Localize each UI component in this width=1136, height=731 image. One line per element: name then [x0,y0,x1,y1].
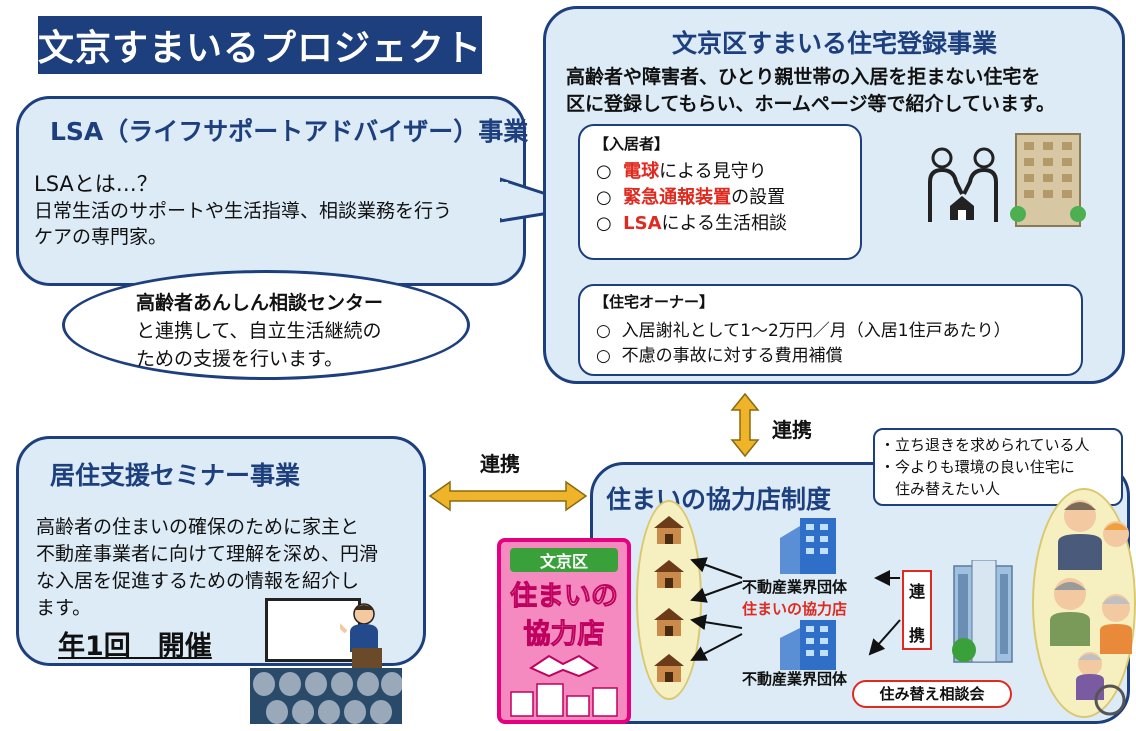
seminar-screen [265,598,361,662]
lsa-heading: LSA（ライフサポートアドバイザー）事業 [50,117,529,146]
housing-desc-line: 高齢者や障害者、ひとり親世帯の入居を拒まない住宅を [566,66,1041,88]
item-text: による生活相談 [661,213,788,234]
seminar-desc-line: ます。 [36,597,92,619]
ward-office-building-icon [952,560,1013,663]
bullet: ○ [596,321,611,341]
bullet: ○ [596,213,612,234]
bubble-line: と連携して、自立生活継続の [136,320,382,342]
handshake-people-icon [928,147,998,222]
owner-item: ○ 不慮の事故に対する費用補償 [596,341,843,366]
connector-arrows [690,557,901,661]
office-building-icon [780,620,836,670]
resident-item: ○ 緊急通報装置の設置 [596,183,785,209]
link-label-horizontal: 連携 [480,452,520,476]
residents-people-icon [1050,500,1132,716]
house-icon [654,560,684,588]
target-note: 住み替えたい人 [880,480,1001,498]
resident-title: 【入居者】 [594,135,670,153]
item-text: の設置 [731,187,786,208]
coop-heading: 住まいの協力店制度 [606,485,832,514]
poster-title-line: 協力店 [523,619,605,651]
poster-buildings-icon [510,683,618,717]
resident-item: ○ 電球による見守り [596,157,767,183]
coop-shop-label: 住まいの協力店 [742,600,848,618]
owner-box [578,284,1083,376]
renkei-box [902,570,932,650]
renkei-char: 携 [909,626,926,645]
office-building-icon [780,518,836,574]
renkei-char: 連 [909,582,926,601]
vertical-link-arrow [730,392,760,458]
link-label-vertical: 連携 [772,418,812,442]
seminar-desc-line: 不動産事業者に向けて理解を深め、円滑 [36,543,379,565]
realestate-org-label: 不動産業界団体 [742,670,848,688]
housing-heading: 文京区すまいる住宅登録事業 [672,29,998,58]
target-note: ・立ち退きを求められている人 [880,436,1090,454]
poster-title-line: 住まいの [510,581,619,613]
lsa-desc-line: 日常生活のサポートや生活指導、相談業務を行う [34,200,453,222]
item-text: による見守り [659,161,767,182]
target-note: ・今よりも環境の良い住宅に [880,458,1075,476]
owner-item: ○ 入居謝礼として1～2万円／月（入居1住戸あたり） [596,316,1011,341]
bubble-line: ための支援を行います。 [136,348,344,370]
item-emphasis: LSA [623,213,662,234]
bullet: ○ [596,161,612,182]
seminar-frequency: 年1回 開催 [58,631,212,662]
resident-box [578,124,862,260]
consultation-bubble [62,270,470,380]
owner-title: 【住宅オーナー】 [594,293,715,311]
horizontal-link-arrow [428,480,588,512]
item-text: 入居謝礼として1～2万円／月（入居1住戸あたり） [621,321,1011,341]
realestate-org-label: 不動産業界団体 [742,578,848,596]
consultation-event-pill: 住み替え相談会 [852,680,1012,708]
lsa-panel [16,96,526,286]
item-text: 不慮の事故に対する費用補償 [621,346,843,366]
seminar-heading: 居住支援セミナー事業 [50,461,301,490]
presenter-icon [340,603,382,670]
bullet: ○ [596,187,612,208]
item-emphasis: 電球 [623,161,660,182]
poster-ward: 文京区 [510,548,618,572]
item-emphasis: 緊急通報装置 [623,187,732,208]
lsa-question: LSAとは…？ [34,172,158,196]
bubble-line: 高齢者あんしん相談センター [136,292,384,314]
housing-desc-line: 区に登録してもらい、ホームページ等で紹介しています。 [566,93,1056,115]
house-icon [654,654,684,682]
resident-item: ○ LSAによる生活相談 [596,209,787,235]
house-icon [654,516,684,544]
audience-heads-icon [253,672,402,724]
house-icon [654,608,684,636]
seminar-desc-line: な入居を促進するための情報を紹介し [36,570,360,592]
poster-handshake-icon [528,654,600,678]
bullet: ○ [596,346,611,366]
apartment-building-icon [1010,133,1086,227]
page-title: 文京すまいるプロジェクト [38,16,482,74]
seminar-desc-line: 高齢者の住まいの確保のために家主と [36,516,360,538]
lsa-desc-line: ケアの専門家。 [34,226,168,248]
